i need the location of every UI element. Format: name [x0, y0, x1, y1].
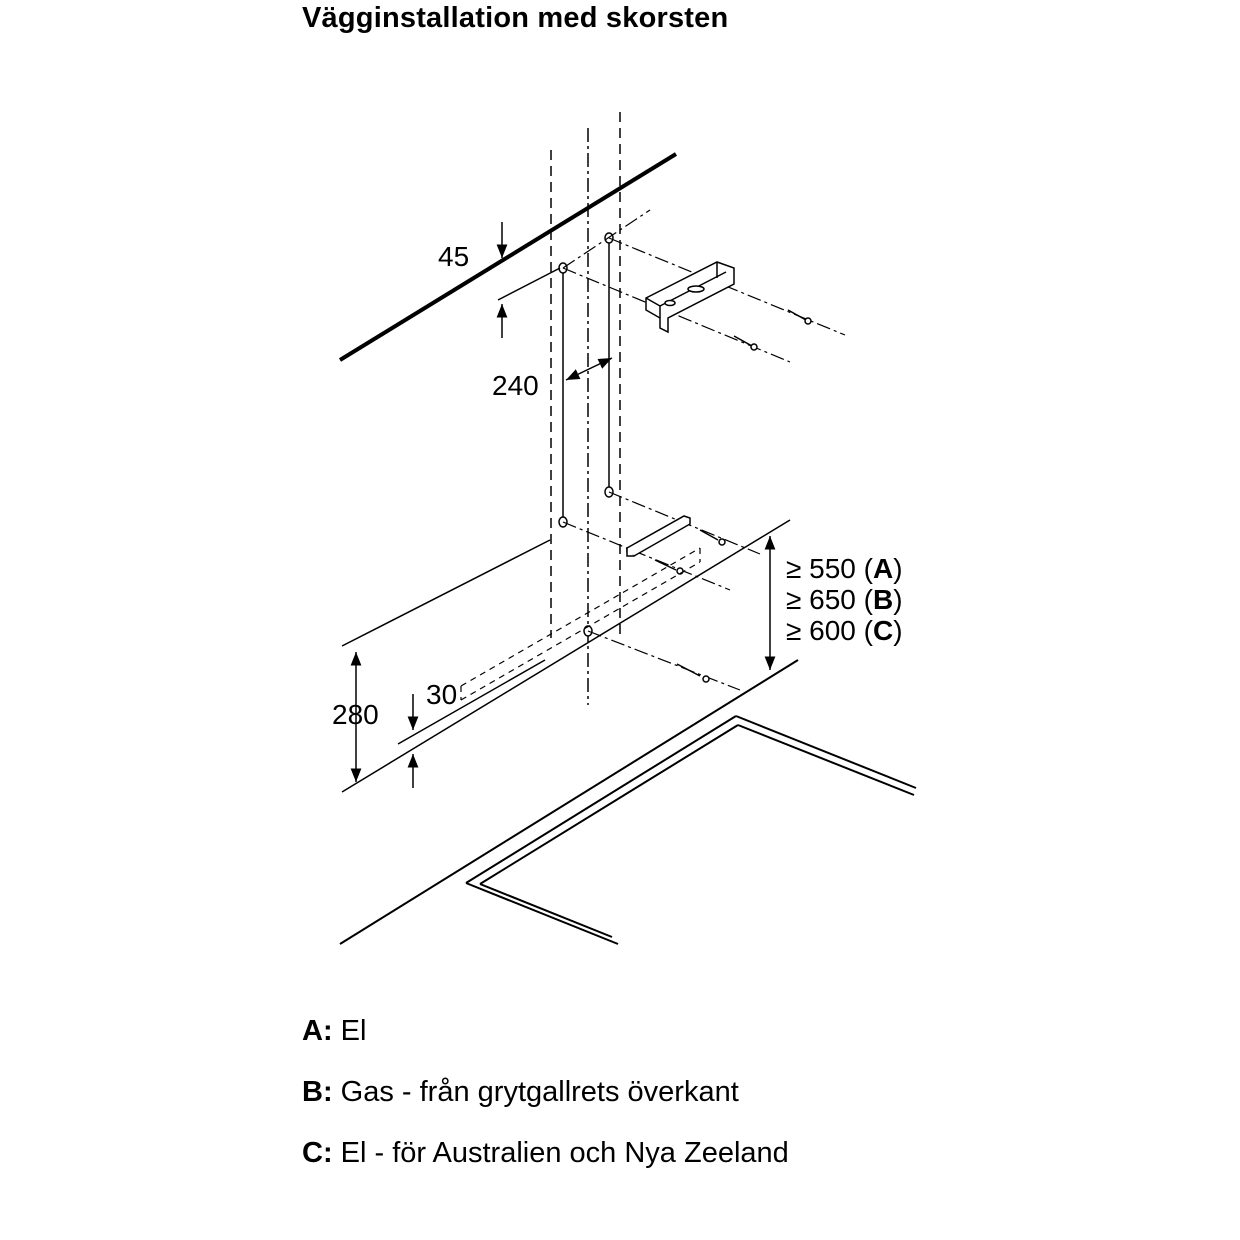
- wall-edge-lines: [341, 519, 791, 793]
- dimension-240: [565, 357, 613, 381]
- legend-key: A:: [302, 1015, 333, 1047]
- height-label-b: ≥ 650 (B): [786, 584, 903, 615]
- dimension-240-label: 240: [492, 370, 539, 401]
- mounting-holes: [558, 232, 614, 637]
- legend-item-a: A: El: [302, 1015, 366, 1048]
- legend-text: Gas - från grytgallrets överkant: [340, 1076, 739, 1108]
- hood-outline: [460, 547, 701, 701]
- height-label-a: ≥ 550 (A): [786, 553, 903, 584]
- lower-wall-bracket: [626, 515, 726, 683]
- legend-key: B:: [302, 1076, 333, 1108]
- ceiling-line: [338, 152, 678, 362]
- height-label-c: ≥ 600 (C): [786, 615, 903, 646]
- lower-bracket-projection: [562, 491, 761, 691]
- chimney-center-lines: [550, 112, 621, 705]
- dimension-45-label: 45: [438, 241, 469, 272]
- dimension-30-label: 30: [426, 679, 457, 710]
- legend-text: El: [340, 1015, 367, 1047]
- legend-item-b: B: Gas - från grytgallrets överkant: [302, 1076, 739, 1109]
- hob-inner: [479, 724, 915, 938]
- legend-key: C:: [302, 1137, 333, 1169]
- dimension-45: [496, 222, 561, 338]
- legend-item-c: C: El - för Australien och Nya Zeeland: [302, 1137, 789, 1170]
- dimension-280-label: 280: [332, 699, 379, 730]
- upper-wall-bracket: [645, 261, 735, 334]
- legend-text: El - för Australien och Nya Zeeland: [340, 1137, 789, 1169]
- page-title: Vägginstallation med skorsten: [302, 2, 729, 34]
- countertop: [339, 659, 917, 945]
- upper-screws: [733, 309, 812, 351]
